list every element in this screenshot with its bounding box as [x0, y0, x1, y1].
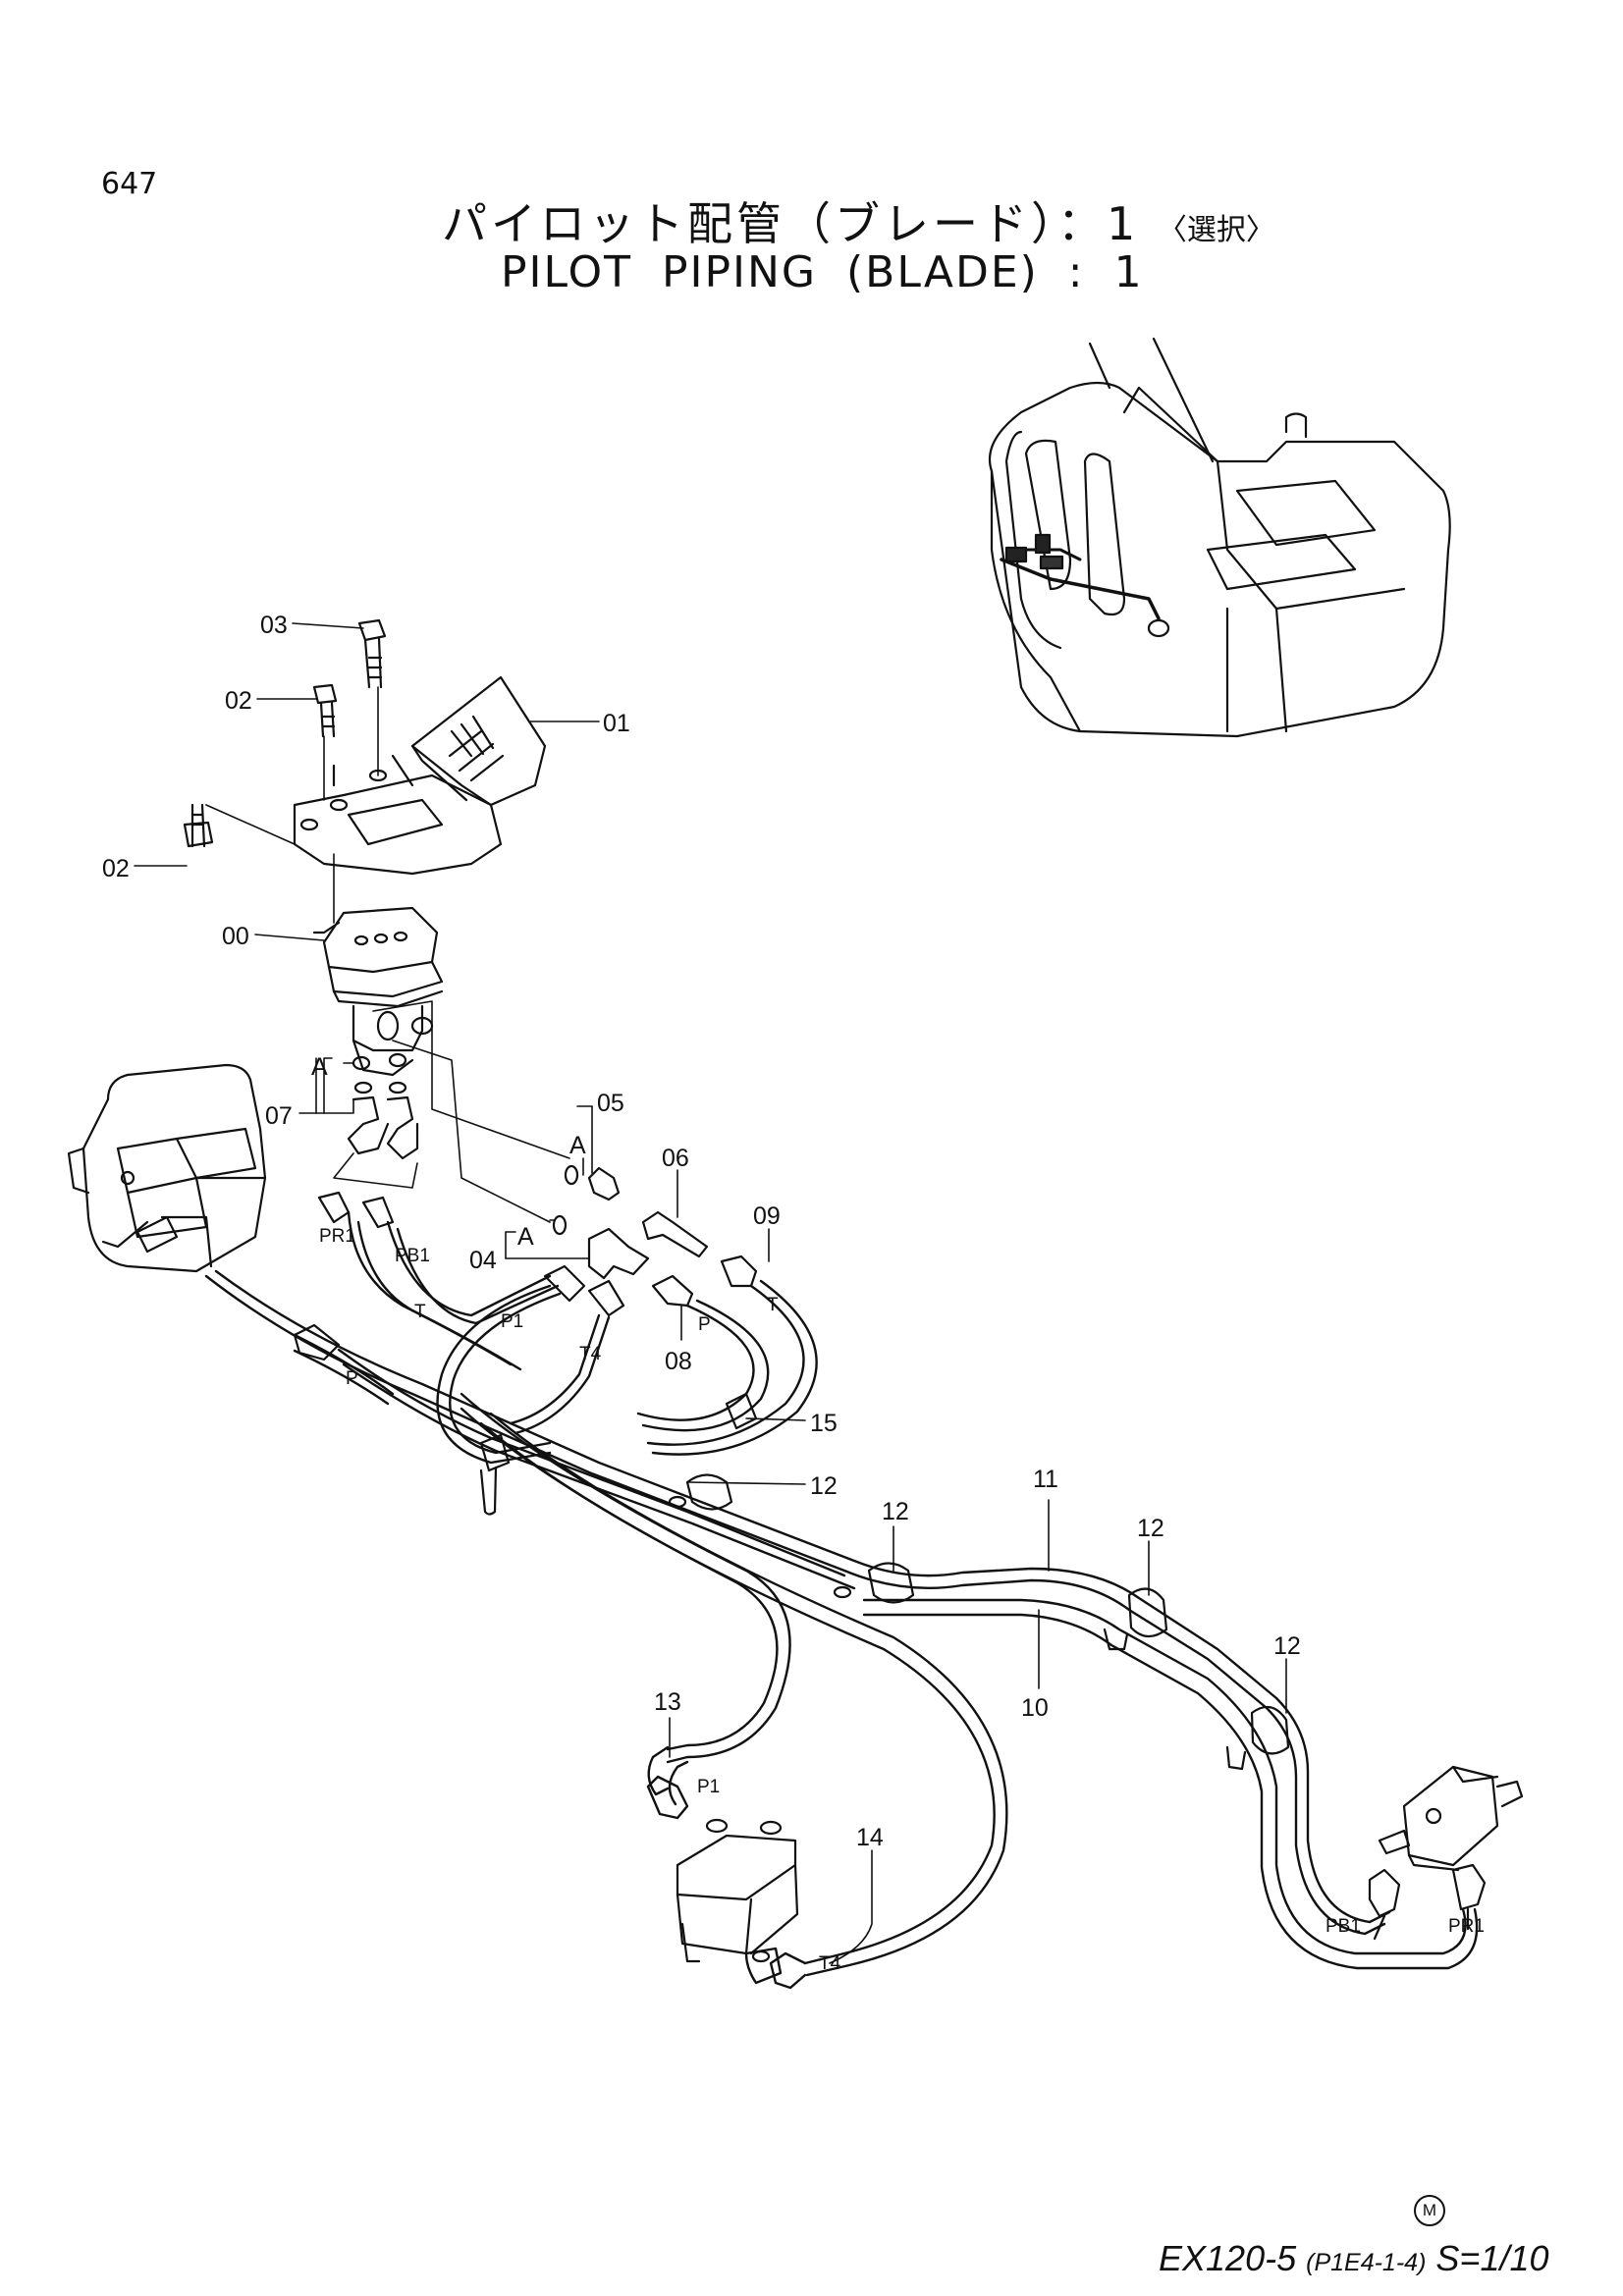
- callout-08: 08: [665, 1348, 692, 1375]
- callout-05: 05: [597, 1090, 624, 1117]
- callout-14: 14: [856, 1824, 884, 1851]
- callout-02-upper: 02: [225, 687, 252, 715]
- callout-12-c: 12: [1137, 1515, 1164, 1542]
- fittings: [205, 686, 758, 1362]
- title-japanese: パイロット配管（ブレード）：1 〈選択〉: [442, 188, 1275, 253]
- port-p-mid: P: [698, 1314, 711, 1335]
- footer-code: (P1E4-1-4): [1306, 2249, 1427, 2276]
- port-pb1-left: PB1: [395, 1246, 430, 1266]
- title-english: PILOT PIPING (BLADE) : 1: [501, 247, 1144, 297]
- callout-a-2: A: [569, 1132, 586, 1159]
- callout-00: 00: [222, 923, 249, 950]
- callout-leader-lines: [134, 622, 1287, 1964]
- title-select-tag: 〈選択〉: [1157, 213, 1275, 247]
- port-t-right: T: [767, 1295, 779, 1315]
- part-callouts: 03 02 01 02 00 A 07 05 A 06 09 A 04 08 1…: [102, 612, 1301, 1851]
- callout-06: 06: [662, 1145, 689, 1172]
- excavator-inset-illustration: [988, 337, 1451, 738]
- port-pr1-left: PR1: [319, 1226, 355, 1247]
- selector-valve-right: [1368, 1765, 1524, 1941]
- port-t-left: T: [414, 1302, 426, 1322]
- port-labels: PR1 PB1 T P P1 T4 P T P1 T4 PB1 PR1: [319, 1226, 1485, 1974]
- callout-11: 11: [1033, 1466, 1058, 1493]
- port-p1-upper: P1: [501, 1311, 523, 1332]
- footer-model: EX120-5: [1159, 2238, 1297, 2278]
- callout-a-3: A: [517, 1223, 534, 1251]
- callout-12-d: 12: [1273, 1632, 1301, 1660]
- callout-04: 04: [469, 1247, 497, 1274]
- revision-mark: M: [1414, 2195, 1445, 2226]
- callout-02-lower: 02: [102, 855, 130, 882]
- footer-scale: S=1/10: [1435, 2238, 1549, 2278]
- port-t4-upper: T4: [579, 1344, 602, 1364]
- clamps: [479, 1392, 1290, 1771]
- port-p-left: P: [346, 1368, 358, 1389]
- control-valve-left: [67, 1063, 267, 1273]
- title-japanese-text: パイロット配管（ブレード）：1: [442, 197, 1140, 250]
- port-pb1-right: PB1: [1325, 1916, 1361, 1937]
- footer-model-info: EX120-5 (P1E4-1-4) S=1/10: [1159, 2238, 1549, 2279]
- callout-12-a: 12: [810, 1472, 838, 1500]
- hoses: [204, 1210, 1479, 1990]
- block-valve-bottom: [676, 1818, 799, 1963]
- callout-10: 10: [1021, 1694, 1049, 1722]
- page-number: 647: [101, 167, 158, 201]
- callout-01: 01: [603, 710, 630, 737]
- callout-a-1: A: [311, 1053, 328, 1081]
- callout-13: 13: [654, 1688, 681, 1716]
- pilot-valve-assembly: [183, 618, 547, 1077]
- callout-15: 15: [810, 1410, 838, 1437]
- port-t4-lower: T4: [819, 1953, 841, 1974]
- callout-07: 07: [265, 1102, 293, 1130]
- callout-09: 09: [753, 1202, 781, 1230]
- callout-12-b: 12: [882, 1498, 909, 1525]
- port-p1-lower: P1: [697, 1777, 720, 1797]
- port-pr1-right: PR1: [1448, 1916, 1485, 1937]
- callout-03: 03: [260, 612, 288, 639]
